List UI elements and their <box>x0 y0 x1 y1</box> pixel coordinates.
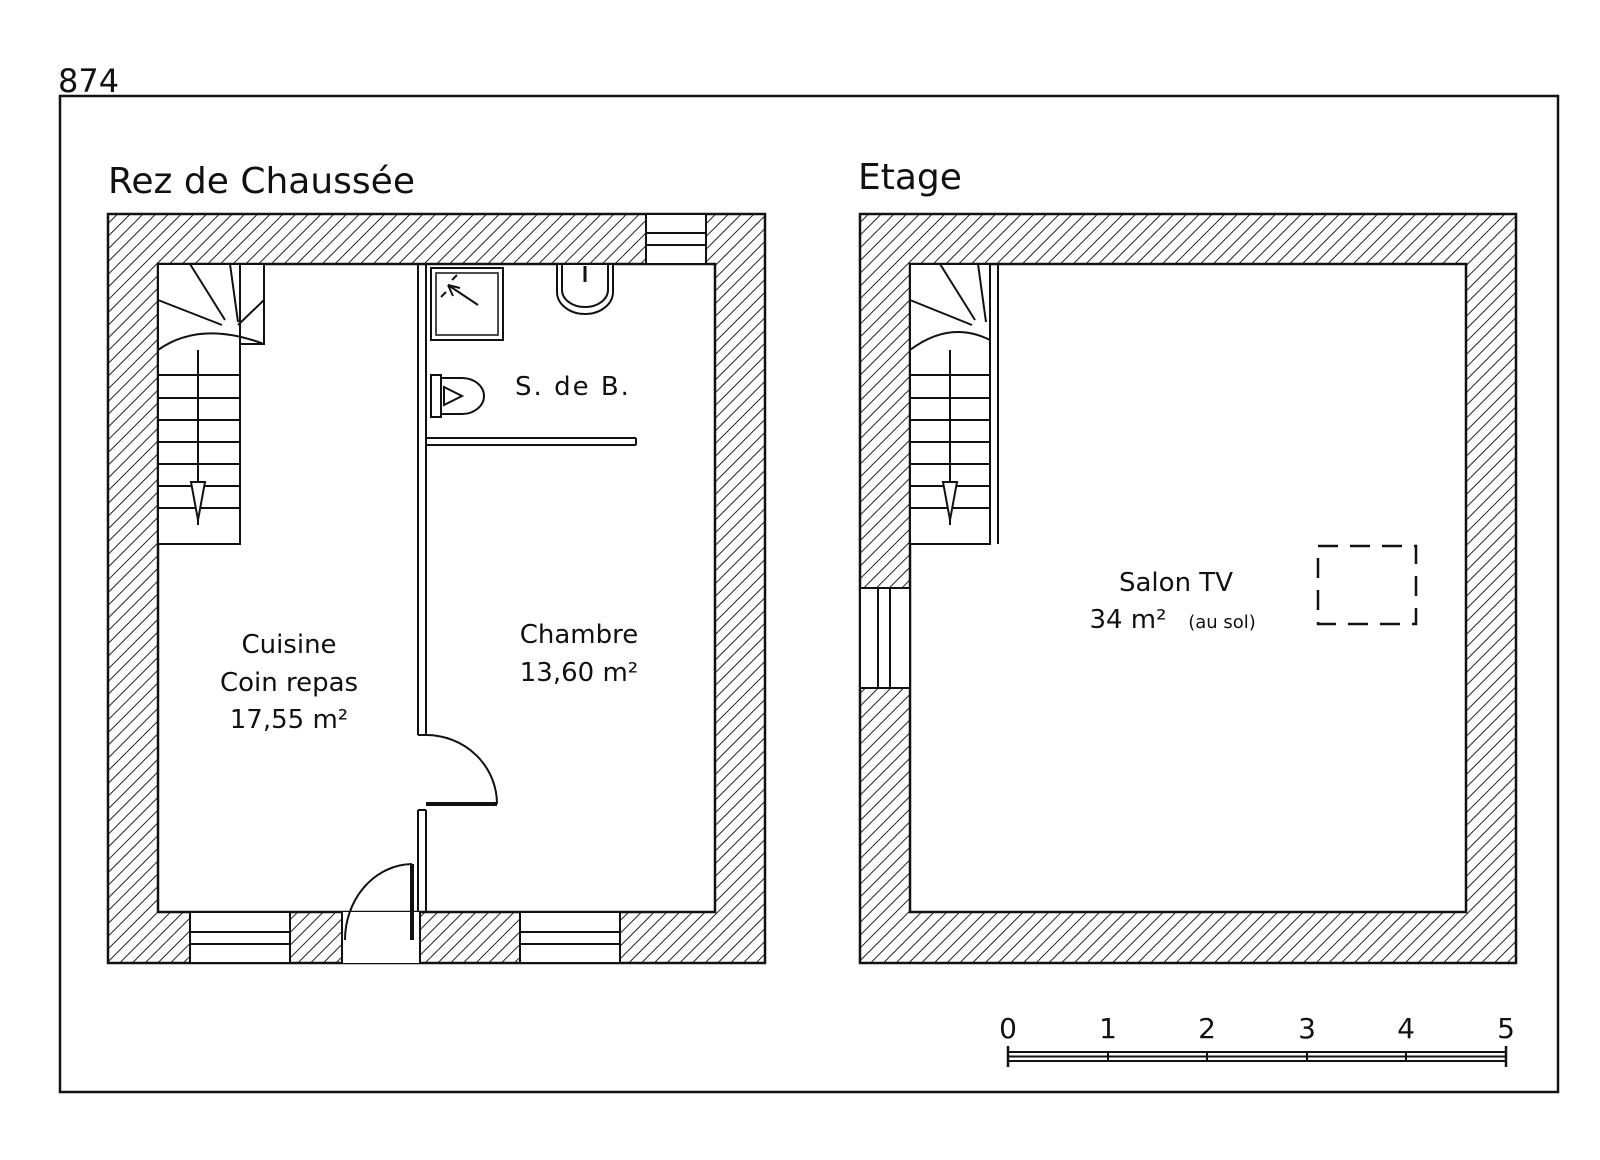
scale-tick-5: 5 <box>1497 1012 1515 1045</box>
window-ground-bottom-right <box>519 911 621 964</box>
window-ground-bottom-left <box>189 911 291 964</box>
window-ground-top <box>645 213 707 265</box>
ground-floor-plan: S. de B. Cuisine Coin repas 17,55 m² Cha… <box>106 212 767 965</box>
partition-wall <box>417 264 637 912</box>
bathroom-label: S. de B. <box>515 372 631 402</box>
plan-number: 874 <box>58 62 119 100</box>
bedroom-door <box>425 734 498 806</box>
chambre-area: 13,60 m² <box>520 658 638 688</box>
cuisine-label: Cuisine <box>241 630 336 660</box>
salon-area-note: (au sol) <box>1188 612 1256 633</box>
scale-tick-0: 0 <box>999 1012 1017 1045</box>
shower-icon <box>430 267 504 341</box>
ground-floor-title: Rez de Chaussée <box>108 161 415 202</box>
ground-floor-walls <box>106 212 767 965</box>
scale-tick-3: 3 <box>1298 1012 1316 1045</box>
scale-bar: 0 1 2 3 4 5 <box>999 1012 1515 1067</box>
window-upper-left <box>859 587 911 689</box>
cuisine-area: 17,55 m² <box>230 705 348 735</box>
upper-floor-walls <box>858 212 1518 965</box>
upper-floor-title: Etage <box>858 157 962 198</box>
entrance-door <box>341 863 421 963</box>
cuisine-sublabel: Coin repas <box>220 668 358 698</box>
scale-tick-2: 2 <box>1198 1012 1216 1045</box>
salon-label: Salon TV <box>1119 568 1233 598</box>
salon-area: 34 m² <box>1089 605 1166 635</box>
staircase-upper <box>909 263 999 545</box>
toilet-icon <box>430 374 485 418</box>
scale-tick-1: 1 <box>1099 1012 1117 1045</box>
chambre-label: Chambre <box>520 620 639 650</box>
scale-tick-4: 4 <box>1397 1012 1415 1045</box>
upper-floor-plan: Salon TV 34 m² (au sol) <box>858 212 1518 965</box>
staircase-ground <box>157 263 265 545</box>
skylight-outline <box>1316 544 1418 626</box>
sheet-border <box>58 94 1560 1094</box>
sink-icon <box>556 263 614 315</box>
